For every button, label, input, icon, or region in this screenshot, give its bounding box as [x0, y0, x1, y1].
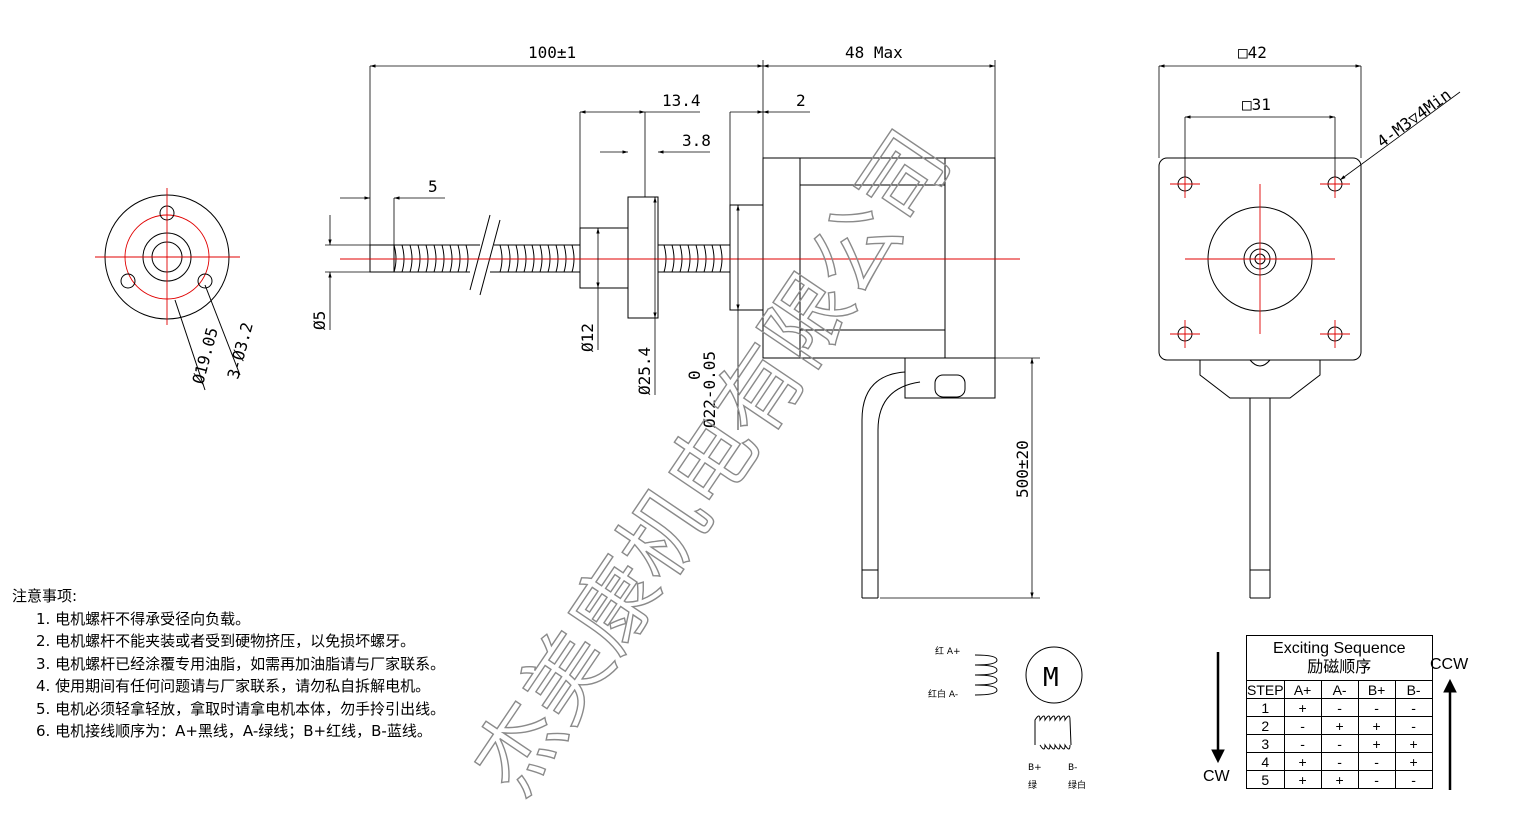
sequence-title-cn: 励磁顺序 [1307, 659, 1372, 676]
sequence-title-en: Exciting Sequence [1273, 640, 1406, 657]
table-header-row: STEP A+ A- B+ B- [1246, 680, 1433, 699]
note-item: 3. 电机螺杆已经涂覆专用油脂，如需再加油脂请与厂家联系。 [36, 654, 446, 673]
cell: - [1283, 716, 1322, 735]
table-row: 2-++- [1246, 716, 1433, 735]
wire-b-minus: B- [1068, 763, 1077, 773]
notes: 注意事项: 1. 电机螺杆不得承受径向负载。 2. 电机螺杆不能夹装或者受到硬物… [12, 585, 445, 743]
table-row: 4+--+ [1246, 752, 1433, 771]
cell: + [1394, 752, 1433, 771]
cell: - [1357, 770, 1396, 789]
motor-label: M [1043, 663, 1059, 693]
side-dimension-lines [325, 60, 1040, 599]
screw-thread-left [393, 244, 480, 273]
side-view [340, 157, 1020, 599]
nut-dia-dimension: Ø12 [578, 323, 597, 352]
cell: - [1320, 734, 1359, 753]
wire-a-minus: 红白 A- [928, 688, 958, 700]
mount-holes-dimension: 4-M3▽4Min [1373, 85, 1454, 151]
cell: - [1394, 716, 1433, 735]
watermark: 杰美康机电有限公司 [455, 114, 971, 812]
header-cell: A+ [1283, 680, 1322, 699]
header-cell: STEP [1246, 680, 1285, 699]
notes-title: 注意事项: [12, 587, 78, 605]
screw-dia-dimension: Ø5 [310, 311, 329, 330]
cell: 4 [1246, 752, 1285, 771]
motor-face [1158, 157, 1362, 361]
cell: - [1357, 752, 1396, 771]
note-item: 2. 电机螺杆不能夹装或者受到硬物挤压，以免损坏螺牙。 [36, 632, 416, 650]
motor-symbol [1025, 646, 1083, 704]
frame-size-dimension: □42 [1238, 43, 1267, 62]
cell: 1 [1246, 698, 1285, 717]
nut-holes-dimension: 3-Ø3.2 [224, 320, 257, 381]
cell: - [1394, 698, 1433, 717]
flange-thickness-dimension: 3.8 [682, 131, 711, 150]
ccw-label: CCW [1430, 656, 1469, 673]
wire-b-plus-color: 绿 [1028, 779, 1037, 791]
cell: 5 [1246, 770, 1285, 789]
cell: - [1357, 698, 1396, 717]
hole-spacing-dimension: □31 [1242, 95, 1271, 114]
cell: + [1394, 734, 1433, 753]
nut-body [579, 227, 629, 289]
cell: 3 [1246, 734, 1285, 753]
cell: + [1320, 716, 1359, 735]
pilot-dia-dimension: Ø22-0.05 [700, 351, 719, 428]
exciting-sequence-table: Exciting Sequence 励磁顺序 STEP A+ A- B+ B- … [1246, 635, 1433, 789]
note-item: 4. 使用期间有任何问题请与厂家联系，请勿私自拆解电机。 [36, 677, 431, 695]
wire-b-plus: B+ [1028, 763, 1042, 773]
nut-offset-dimension: 13.4 [662, 91, 701, 110]
cell: 2 [1246, 716, 1285, 735]
screw-end-dimension: 5 [428, 177, 438, 196]
header-cell: B+ [1357, 680, 1396, 699]
cell: + [1283, 698, 1322, 717]
table-row: 1+--- [1246, 698, 1433, 717]
header-cell: B- [1394, 680, 1433, 699]
cell: + [1283, 770, 1322, 789]
wire-b-minus-color: 绿白 [1068, 779, 1086, 791]
cell: + [1357, 734, 1396, 753]
note-item: 1. 电机螺杆不得承受径向负载。 [36, 609, 251, 628]
lead-length-dimension: 500±20 [1013, 440, 1032, 498]
screw-thread-right [658, 244, 730, 273]
end-dimension-lines [1158, 64, 1461, 181]
cell: - [1283, 734, 1322, 753]
cell: + [1283, 752, 1322, 771]
cell: - [1394, 770, 1433, 789]
wire-a-plus: 红 A+ [935, 645, 961, 657]
table-row: 3--++ [1246, 734, 1433, 753]
nut-flange-dia-dimension: Ø25.4 [635, 347, 654, 395]
header-cell: A- [1320, 680, 1359, 699]
note-item: 5. 电机必须轻拿轻放，拿取时请拿电机本体，勿手拎引出线。 [36, 699, 446, 718]
body-length-dimension: 48 Max [845, 43, 903, 62]
pilot-height-dimension: 2 [796, 91, 806, 110]
cell: - [1320, 752, 1359, 771]
motor-body [762, 157, 996, 359]
overall-length-dimension: 100±1 [528, 43, 576, 62]
cell: + [1320, 770, 1359, 789]
end-view [1158, 157, 1362, 599]
pilot-tol-upper: 0 [685, 370, 704, 380]
cell: - [1320, 698, 1359, 717]
table-row: 5++-- [1246, 770, 1433, 789]
cell: + [1357, 716, 1396, 735]
sequence-title: Exciting Sequence 励磁顺序 [1246, 635, 1433, 681]
pilot-boss [729, 204, 764, 311]
nut-front-view [95, 188, 241, 391]
screw-thread-mid [490, 244, 580, 273]
cw-label: CW [1203, 768, 1230, 785]
note-item: 6. 电机接线顺序为：A+黑线，A-绿线；B+红线，B-蓝线。 [36, 722, 432, 740]
wiring-diagram [974, 646, 1083, 750]
direction-arrows [1211, 652, 1457, 790]
nut-flange [627, 196, 659, 319]
